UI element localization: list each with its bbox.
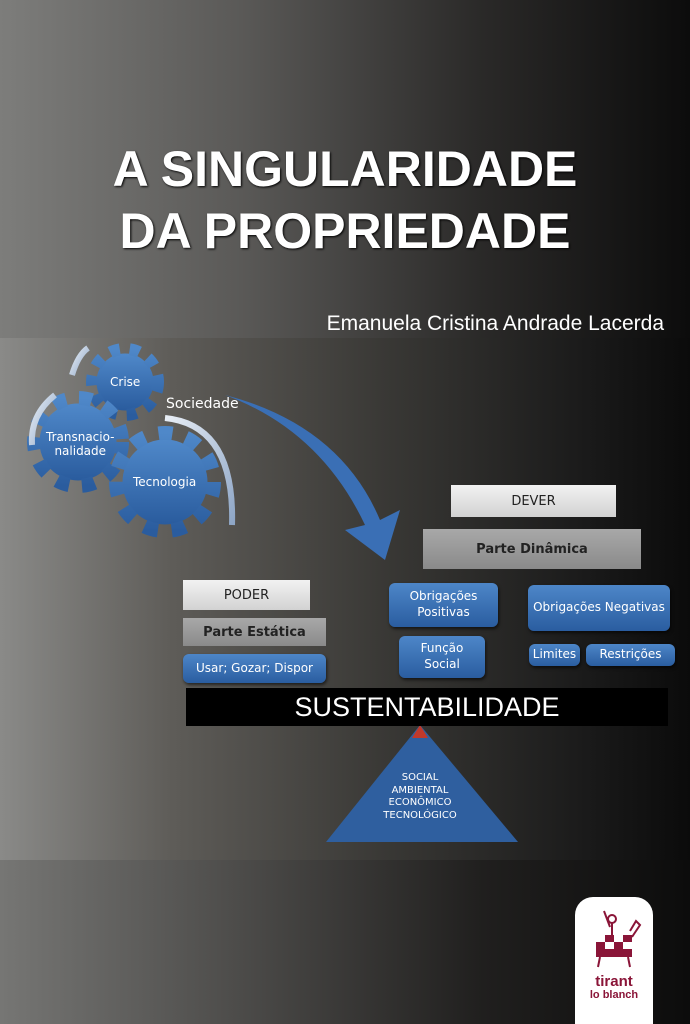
sustentabilidade-bar: SUSTENTABILIDADE	[186, 688, 668, 726]
knight-icon	[596, 910, 642, 968]
triangle	[326, 725, 518, 842]
line-1: Obrigações	[409, 589, 478, 604]
dever-box: DEVER	[451, 485, 616, 517]
curved-arrow-icon	[225, 395, 400, 560]
gear-label-1: Transnacio-	[46, 430, 115, 444]
gear-label-2: nalidade	[54, 444, 107, 459]
publisher-logo: tirant lo blanch	[575, 897, 653, 1024]
usar-box: Usar; Gozar; Dispor	[183, 654, 326, 683]
publisher-name-1: tirant	[595, 973, 633, 990]
line-2: AMBIENTAL	[391, 784, 449, 796]
diagram-graphics	[27, 343, 518, 842]
gear-tecnologia: Tecnologia	[133, 475, 197, 489]
top-band	[0, 0, 690, 338]
restricoes-box: Restrições	[586, 644, 675, 666]
line-4: TECNOLÓGICO	[383, 809, 457, 821]
cycle-arrows-icon	[28, 345, 236, 526]
gear-crise: Crise	[110, 375, 141, 389]
line-2: Positivas	[417, 605, 470, 619]
obrigacoes-negativas-box: Obrigações Negativas	[528, 585, 670, 631]
line-1: Função	[420, 641, 464, 656]
parte-estatica-box: Parte Estática	[183, 618, 326, 646]
author: Emanuela Cristina Andrade Lacerda	[326, 312, 664, 335]
title-line-1: A SINGULARIDADE	[112, 141, 578, 197]
publisher-name-2: lo blanch	[589, 989, 639, 1001]
poder-box: PODER	[183, 580, 310, 610]
line-1: SOCIAL	[401, 772, 439, 783]
line-3: ECONÔMICO	[388, 797, 452, 808]
sociedade-label: Sociedade	[166, 396, 239, 412]
title-line-2: DA PROPRIEDADE	[119, 203, 571, 259]
line-2: Social	[424, 657, 460, 671]
parte-dinamica-box: Parte Dinâmica	[423, 529, 641, 569]
limites-box: Limites	[529, 644, 580, 666]
gear-transnacionalidade: Transnacio-nalidade	[46, 430, 115, 459]
